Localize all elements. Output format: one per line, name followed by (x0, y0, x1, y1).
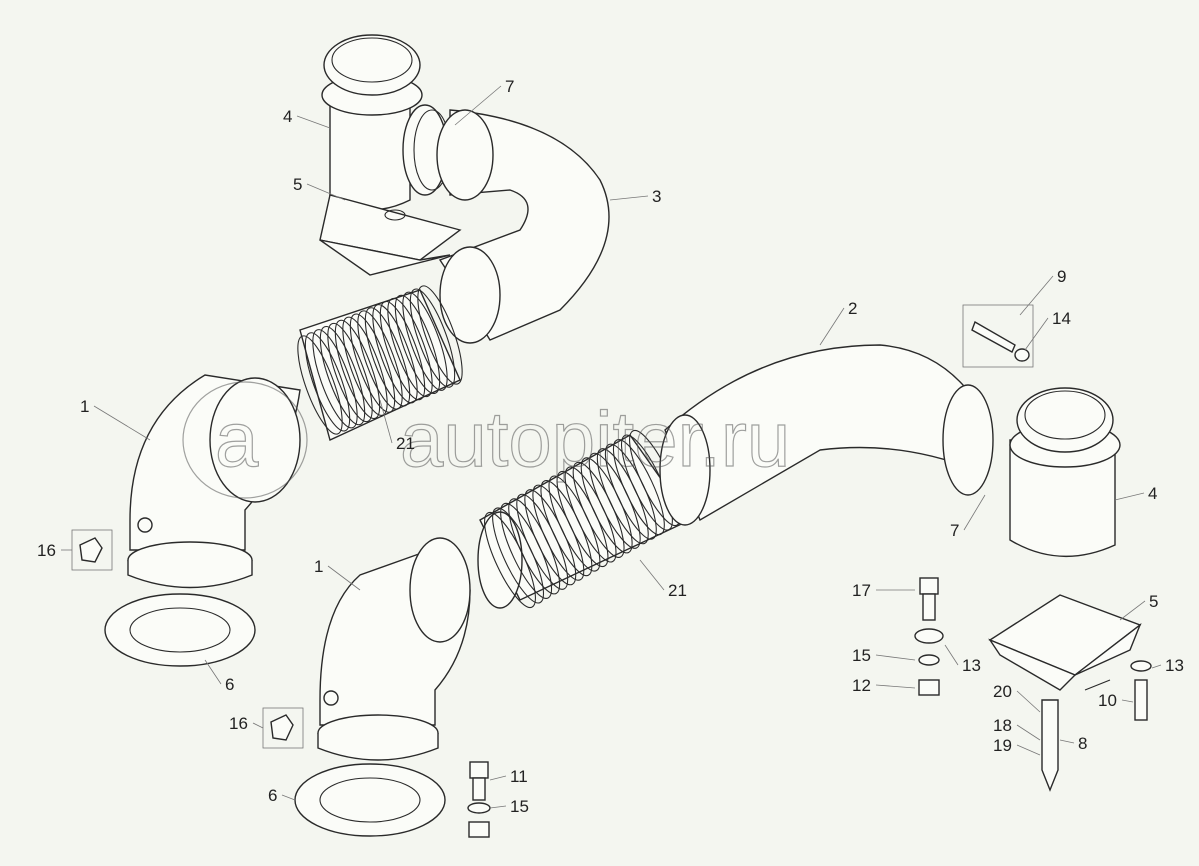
bellows-rib (612, 439, 665, 536)
bellows-rib (342, 316, 388, 416)
callout-14: 14 (1052, 309, 1071, 328)
leader-line (93, 405, 151, 441)
bellows-rib (417, 285, 463, 385)
leader-line (963, 494, 986, 531)
upper-plug-16 (71, 529, 113, 571)
bellows-rib (297, 335, 343, 435)
callout-7: 7 (950, 521, 959, 540)
leader-line (639, 559, 665, 591)
bellows-rib (304, 332, 351, 432)
leader-line (609, 195, 649, 201)
svg-text:autopiter.ru: autopiter.ru (400, 395, 790, 483)
lower-gasket-6 (294, 763, 446, 837)
leader-line (379, 399, 393, 444)
callout-13: 13 (1165, 656, 1184, 675)
leader-line (1016, 744, 1041, 756)
callout-17: 17 (852, 581, 871, 600)
bellows-rib (312, 329, 358, 429)
upper-bracket-5 (319, 194, 462, 276)
callout-4: 4 (283, 107, 292, 126)
leader-line (1151, 664, 1162, 669)
leader-line (875, 654, 916, 661)
callout-18: 18 (993, 716, 1012, 735)
leader-line (327, 565, 361, 591)
bellows-rib (409, 288, 456, 388)
callout-2: 2 (848, 299, 857, 318)
leader-line (489, 805, 507, 809)
bellows-rib (394, 294, 441, 395)
leader-line (454, 85, 502, 126)
callout-4: 4 (1148, 484, 1157, 503)
lower-elbow-4 (1009, 387, 1121, 558)
callout-10: 10 (1098, 691, 1117, 710)
bellows-rib (379, 300, 426, 401)
leader-line (306, 183, 346, 201)
leader-line (204, 659, 222, 685)
leader-line (296, 115, 331, 129)
watermark-logo: a autopiter.ru (182, 381, 791, 499)
bellows-rib (319, 325, 366, 426)
bellows-rib (327, 322, 373, 423)
upper-bellows-21 (297, 285, 463, 441)
leader-line (1114, 492, 1145, 501)
leader-line (944, 644, 959, 666)
bellows-rib (387, 297, 433, 398)
leader-line (1119, 600, 1146, 621)
callout-5: 5 (1149, 592, 1158, 611)
leader-line (281, 794, 296, 801)
leader-line (819, 307, 845, 346)
callout-16: 16 (229, 714, 248, 733)
callout-9: 9 (1057, 267, 1066, 286)
bellows-rib (357, 310, 403, 410)
upper-elbow-4 (321, 34, 423, 211)
leader-line (1121, 699, 1134, 703)
bellows-rib (334, 319, 381, 420)
bellows-rib (349, 313, 396, 413)
bellows-rib (364, 307, 411, 407)
bolt-9 (962, 304, 1034, 368)
lower-pipe-2 (659, 344, 994, 526)
callout-3: 3 (652, 187, 661, 206)
callout-8: 8 (1078, 734, 1087, 753)
leader-line (1016, 724, 1041, 741)
lower-elbow-1 (317, 537, 471, 761)
svg-text:a: a (215, 395, 259, 483)
callout-6: 6 (225, 675, 234, 694)
leader-line (1016, 690, 1041, 713)
callout-12: 12 (852, 676, 871, 695)
callout-19: 19 (993, 736, 1012, 755)
bellows-rib (372, 304, 418, 404)
callout-21: 21 (396, 434, 415, 453)
callout-16: 16 (37, 541, 56, 560)
lower-plug-16 (262, 707, 304, 749)
callout-11: 11 (510, 767, 528, 786)
leader-line (489, 775, 507, 781)
bellows-rib (402, 291, 448, 391)
callout-15: 15 (852, 646, 871, 665)
callout-6: 6 (268, 786, 277, 805)
upper-elbow-1 (127, 374, 301, 589)
leader-line (1019, 275, 1054, 316)
callout-1: 1 (80, 397, 89, 416)
leader-line (875, 684, 916, 689)
callout-15: 15 (510, 797, 529, 816)
bracket-5 (988, 594, 1142, 691)
callout-7: 7 (505, 77, 514, 96)
callout-1: 1 (314, 557, 323, 576)
upper-gasket-6 (104, 593, 256, 667)
callout-20: 20 (993, 682, 1012, 701)
callout-21: 21 (668, 581, 687, 600)
callout-5: 5 (293, 175, 302, 194)
fastener-set (467, 577, 1152, 838)
leader-line (1024, 317, 1049, 351)
leader-line (252, 722, 264, 729)
callout-13: 13 (962, 656, 981, 675)
leader-line (1059, 739, 1075, 744)
lower-bellows-21 (477, 429, 692, 609)
upper-pipe-3 (436, 109, 610, 344)
